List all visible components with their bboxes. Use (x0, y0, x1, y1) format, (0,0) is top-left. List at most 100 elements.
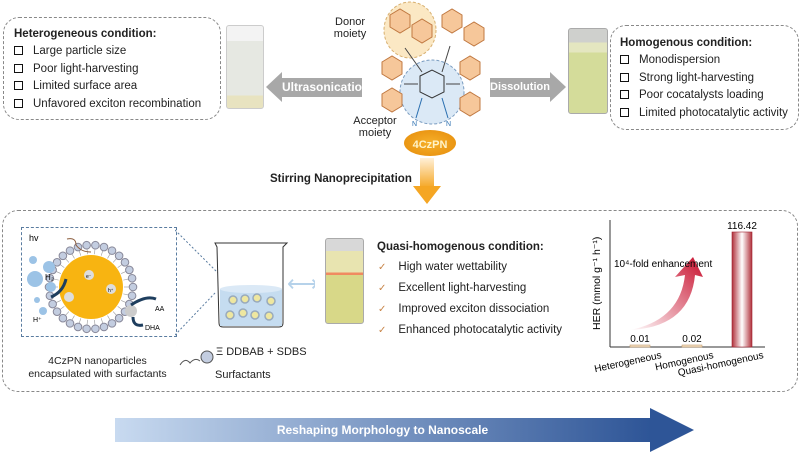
nanoparticle-caption-2: encapsulated with surfactants (28, 368, 167, 380)
dissolution-label: Dissolution (490, 78, 550, 97)
checkbox-icon (620, 90, 629, 99)
annotation: 10⁴-fold enhancement (614, 259, 712, 270)
nitrile-n: N (446, 121, 451, 128)
hplus-label: H⁺ (33, 317, 42, 324)
enhancement-arrow (630, 257, 703, 330)
condition-item: Strong light-harvesting (620, 72, 754, 84)
surfactant-head (128, 282, 138, 292)
checkbox-icon (620, 107, 629, 117)
surfactant-head (99, 322, 109, 332)
heterogeneous-title: Heterogeneous condition: (14, 28, 157, 40)
checkbox-icon (14, 46, 23, 55)
quasi-title: Quasi-homogenous condition: (377, 241, 544, 253)
h2-label: H₂ (45, 273, 54, 282)
condition-text: Limited surface area (33, 80, 138, 92)
condition-text: Enhanced photocatalytic activity (398, 324, 563, 336)
surfactant-head (127, 291, 137, 301)
hole-label: h⁺ (108, 288, 114, 294)
checkbox-icon (620, 55, 629, 64)
4czpn-molecule: N N (381, 1, 485, 128)
nanoparticle-diagram: hv H₂ H⁺ AA DHA e⁻ h⁺ (27, 233, 165, 334)
checkbox-icon (14, 81, 23, 90)
checkbox-icon (14, 98, 23, 108)
surfactant-head (52, 258, 62, 267)
bar-2 (731, 231, 753, 348)
condition-item: Unfavored exciton recombination (14, 98, 201, 110)
bar-0 (629, 344, 651, 348)
surfactant-head (65, 246, 75, 255)
dha-label: DHA (145, 325, 160, 332)
quasi-homogenous-panel (2, 210, 798, 392)
check-icon: ✓ (378, 262, 387, 273)
condition-item: Large particle size (14, 45, 126, 57)
condition-text: High water wettability (398, 261, 508, 273)
surfactant-head (82, 324, 91, 334)
electron-label: e⁻ (86, 274, 92, 280)
surfactant-head (114, 313, 124, 323)
condition-text: Large particle size (33, 45, 127, 57)
stirring-label: Stirring Nanoprecipitation (270, 173, 412, 185)
checkbox-icon (14, 63, 23, 73)
homogenous-title: Homogenous condition: (620, 37, 753, 49)
ultrasonication-arrow: Ultrasonication (266, 72, 369, 103)
surfactant-head (107, 319, 117, 328)
check-icon: ✓ (378, 283, 387, 294)
surfactant-head (114, 251, 124, 261)
vial-quasi-homogenous (325, 238, 364, 324)
surfactant-head (91, 324, 100, 334)
4czpn-powder: 4CzPN (404, 130, 456, 156)
y-axis-label: HER (mmol g⁻¹ h⁻¹) (591, 237, 603, 330)
condition-item: ✓Excellent light-harvesting (378, 282, 526, 294)
condition-item: Limited photocatalytic activity (620, 107, 788, 119)
stirring-arrow (420, 158, 434, 188)
double-arrow-icon: ⟷ (287, 271, 315, 296)
ultrasonication-label: Ultrasonication (282, 78, 369, 97)
surfactant-head (125, 265, 134, 275)
condition-text: Improved exciton dissociation (398, 303, 550, 315)
condition-item: ✓ Enhanced photocatalytic activity (378, 324, 562, 336)
surfactant-head (58, 251, 68, 261)
condition-text: Poor light-harvesting (33, 62, 139, 75)
condition-text: Monodispersion (639, 54, 721, 66)
condition-text: Poor cocatalysts loading (639, 89, 764, 101)
her-bar-chart: HER (mmol g⁻¹ h⁻¹) 10⁴-fold enhancement … (591, 220, 765, 379)
donor-label: Donor moiety (333, 16, 367, 40)
surfactant-formula: Ξ DDBAB + SDBS (216, 346, 307, 358)
acceptor-label: Acceptor moiety (353, 115, 397, 139)
dissolution-arrow: Dissolution (490, 72, 566, 103)
value-label: 0.01 (630, 334, 650, 345)
surfactant-icon (200, 350, 214, 364)
reshaping-arrow (115, 418, 650, 442)
surfactant-head (127, 273, 137, 283)
nanoparticle-caption-1: 4CzPN nanoparticles (48, 355, 147, 367)
condition-text: Strong light-harvesting (639, 71, 755, 84)
heterogeneous-panel (3, 17, 221, 120)
condition-text: Unfavored exciton recombination (33, 97, 202, 110)
check-icon: ✓ (378, 304, 387, 315)
surfactant-head (107, 246, 117, 255)
vial-homogenous (568, 28, 608, 114)
surfactant-head (82, 240, 91, 250)
checkbox-icon (620, 72, 629, 82)
condition-item: Poor light-harvesting (14, 63, 138, 75)
surfactant-head (91, 240, 100, 250)
condition-item: ✓ High water wettability (378, 261, 507, 273)
reshaping-label: Reshaping Morphology to Nanoscale (276, 423, 489, 437)
surfactant-head (45, 273, 55, 283)
reshaping-arrow-head (650, 408, 694, 452)
surfactant-head (73, 322, 83, 332)
acceptor-highlight (399, 59, 465, 125)
value-label: 116.42 (727, 221, 757, 232)
bar-1 (681, 344, 703, 348)
beaker: ⟷ (175, 229, 315, 366)
surfactant-head (65, 319, 75, 328)
check-icon: ✓ (378, 325, 387, 336)
nanoparticle-inset (21, 227, 177, 337)
nitrile-n: N (412, 121, 417, 128)
x-tick-label: Heterogeneous (593, 350, 662, 375)
condition-item: Poor cocatalysts loading (620, 89, 764, 101)
surfactant-caption: Surfactants (215, 369, 271, 381)
vial-heterogeneous (226, 25, 264, 109)
condition-text: Limited photocatalytic activity (639, 106, 788, 119)
aa-label: AA (155, 306, 165, 313)
